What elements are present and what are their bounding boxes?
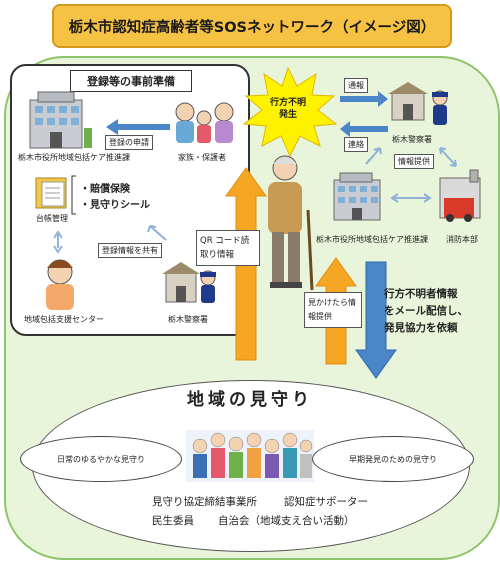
insurance-label: ・賠償保険 <box>80 184 130 195</box>
missing-label: 行方不明発生 <box>270 98 307 120</box>
fire-label: 消防本部 <box>446 235 478 244</box>
report-arrow <box>340 91 388 107</box>
missing-burst-icon <box>242 66 338 158</box>
police-fire-arrow <box>439 147 457 167</box>
police-station-right-icon <box>388 82 448 125</box>
mail-info-line-2: をメール配信し、 <box>384 305 468 317</box>
police-station-icon <box>162 262 216 303</box>
police-city-arrow <box>365 147 382 165</box>
share-arrow-diagonal <box>147 225 167 241</box>
ledger-icon <box>35 177 67 209</box>
mail-info-text: 行方不明者情報 をメール配信し、 発見協力を依頼 <box>384 286 468 337</box>
neighborhood-association-label: 自治会（地域支え合い活動） <box>218 515 355 527</box>
fire-station-icon <box>439 169 481 222</box>
contact-tag: 連絡 <box>344 137 368 152</box>
city-office-right-icon <box>333 172 381 221</box>
mail-distribution-arrow <box>355 261 397 379</box>
welfare-commissioner-label: 民生委員 <box>152 515 194 527</box>
family-icon <box>175 102 234 143</box>
early-detection-ellipse: 早期発見のための見守り <box>312 436 474 482</box>
family-label: 家族・保護者 <box>178 153 226 162</box>
community-crowd-icon <box>186 430 314 482</box>
page-title: 栃木市認知症高齢者等SOSネットワーク（イメージ図） <box>52 4 452 48</box>
share-arrow-vertical <box>53 230 63 254</box>
qr-info-tag: QR コード読取り情報 <box>196 230 260 266</box>
daily-watch-label: 日常のゆるやかな見守り <box>57 454 145 464</box>
ledger-bracket <box>71 175 76 215</box>
city-office-building-icon <box>29 91 92 149</box>
found-info-tag: 見かけたら情報提供 <box>304 292 362 328</box>
mail-info-line-1: 行方不明者情報 <box>384 288 458 300</box>
share-info-tag: 登録情報を共有 <box>98 243 162 258</box>
right-police-label: 栃木警察署 <box>392 135 432 144</box>
preparation-heading: 登録等の事前準備 <box>70 70 192 92</box>
support-center-label: 地域包括支援センター <box>24 315 104 324</box>
support-staff-icon <box>46 259 74 310</box>
prep-police-label: 栃木警察署 <box>168 315 208 324</box>
city-fire-arrow <box>390 193 432 203</box>
dementia-supporter-label: 認知症サポーター <box>284 496 368 508</box>
report-tag: 通報 <box>344 78 368 93</box>
prep-city-office-label: 栃木市役所地域包括ケア推進課 <box>18 153 130 162</box>
elderly-man-icon <box>268 155 314 291</box>
daily-watch-ellipse: 日常のゆるやかな見守り <box>20 436 182 482</box>
agreement-companies-label: 見守り協定締結事業所 <box>152 496 257 508</box>
right-city-office-label: 栃木市役所地域包括ケア推進課 <box>316 235 428 244</box>
community-title: 地域の見守り <box>187 390 313 410</box>
register-request-tag: 登録の申請 <box>105 135 153 150</box>
early-detection-label: 早期発見のための見守り <box>349 454 437 464</box>
seal-label: ・見守りシール <box>80 200 150 211</box>
info-provide-tag: 情報提供 <box>394 154 434 169</box>
register-arrow <box>106 119 170 135</box>
ledger-label: 台帳管理 <box>36 214 68 223</box>
contact-arrow <box>340 121 388 137</box>
mail-info-line-3: 発見協力を依頼 <box>384 322 458 334</box>
